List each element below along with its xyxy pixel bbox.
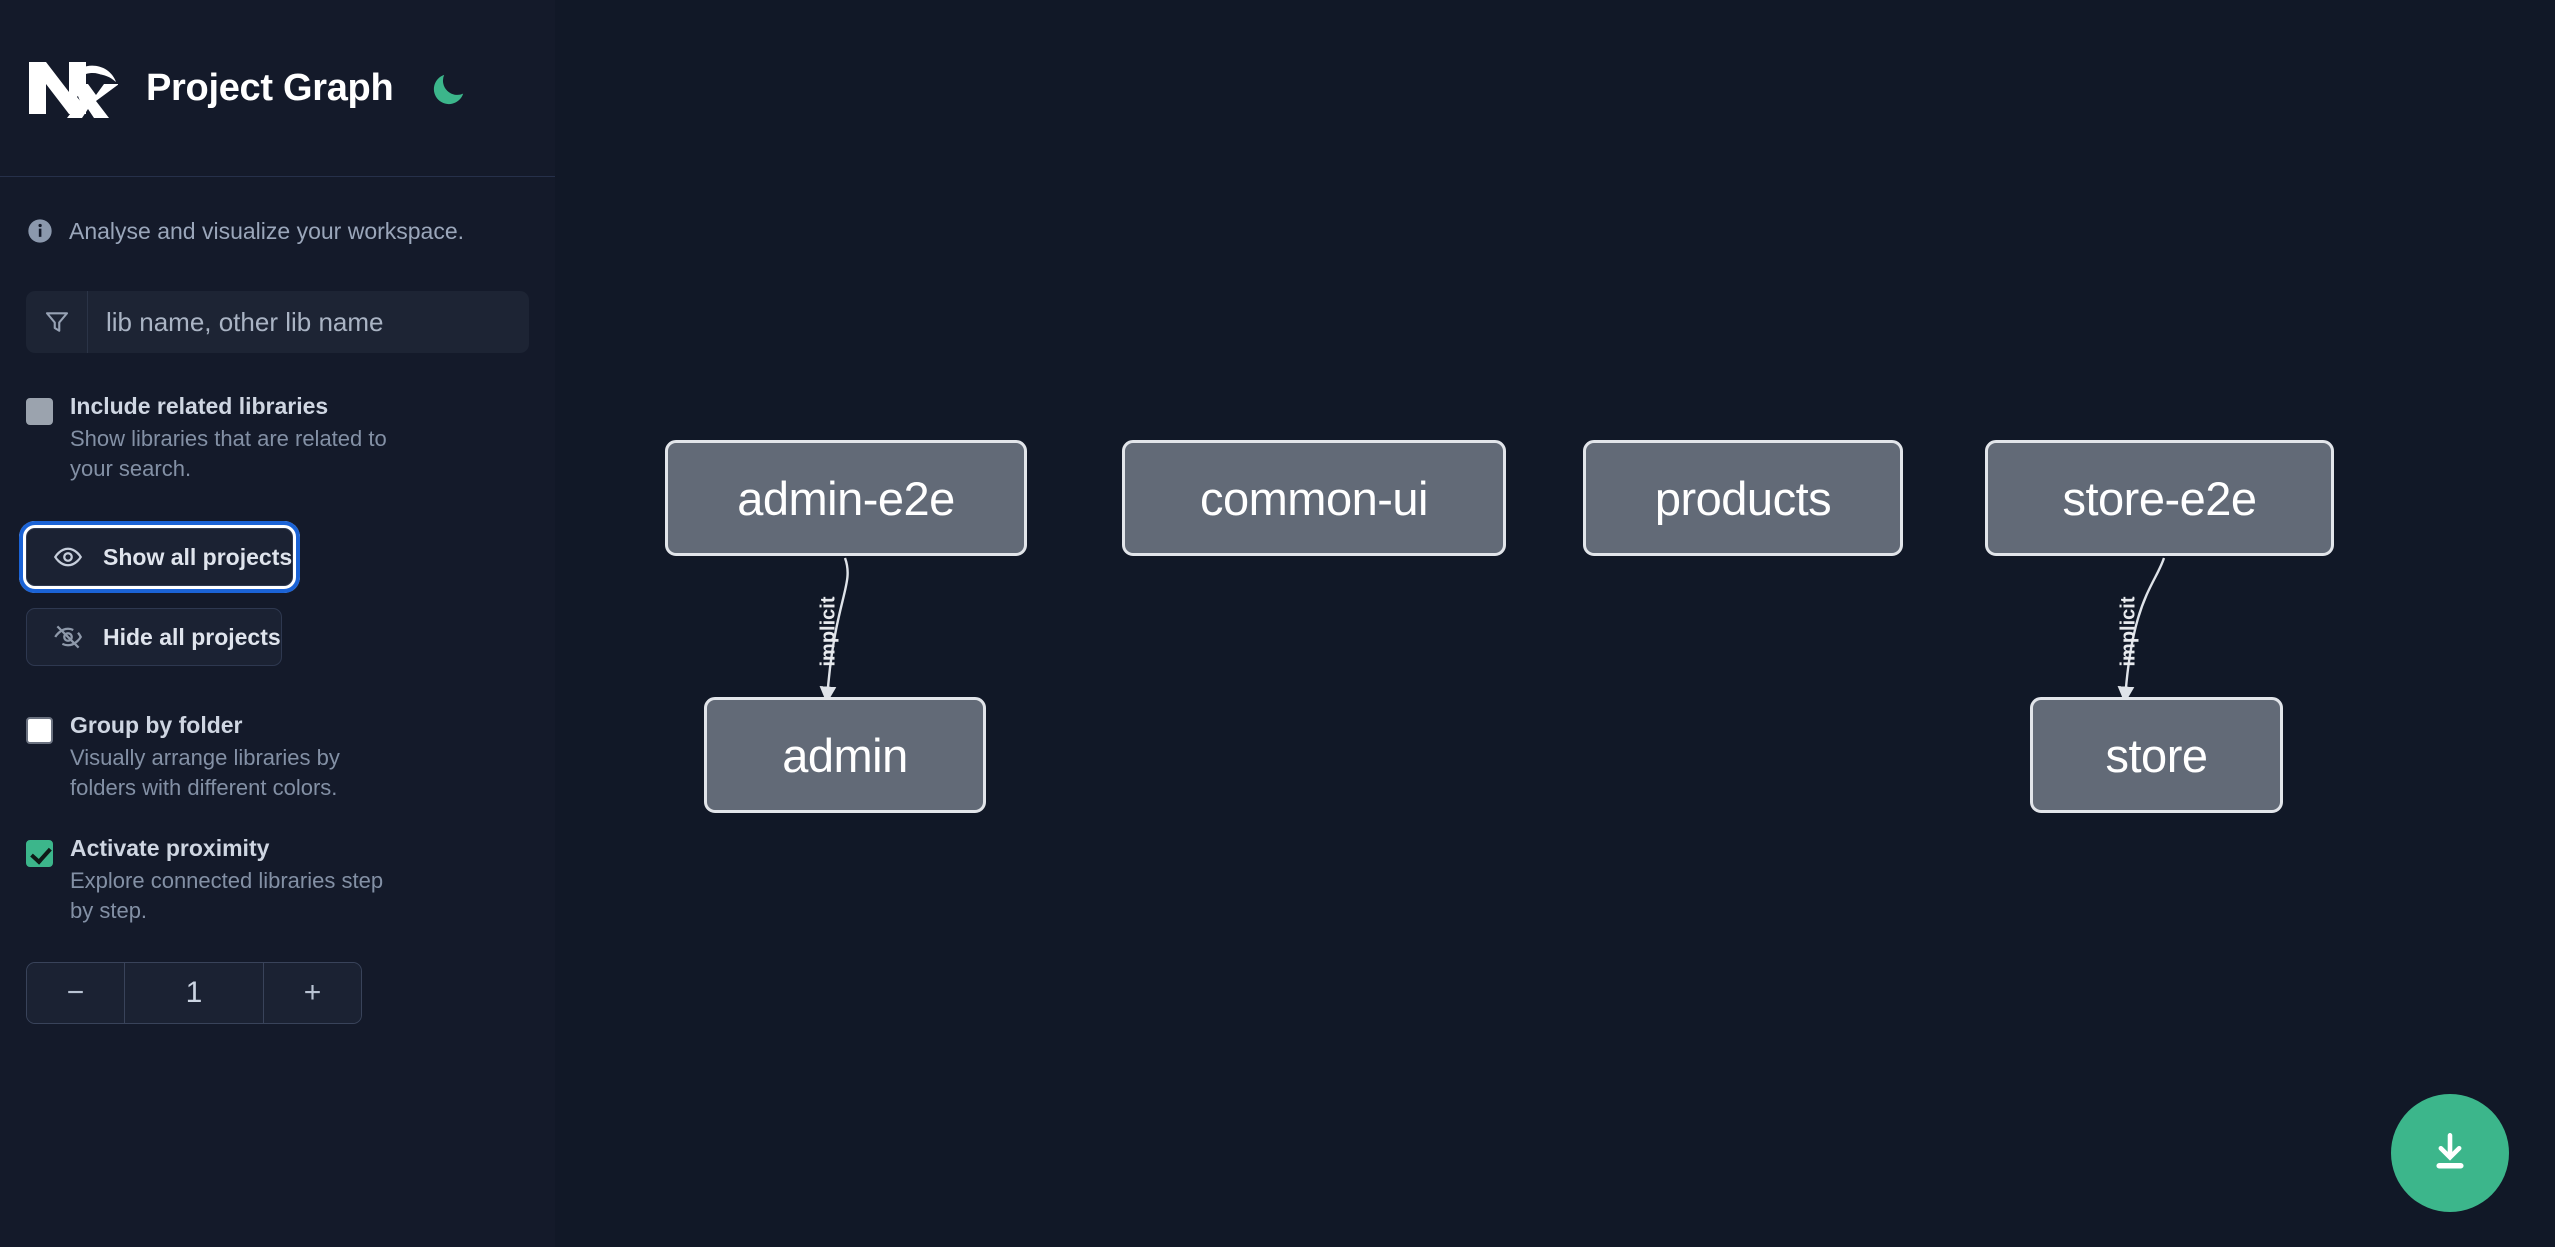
group-by-folder-help: Visually arrange libraries by folders wi… xyxy=(70,745,340,800)
page-title: Project Graph xyxy=(146,66,394,109)
option-activate-proximity[interactable]: Activate proximity Explore connected lib… xyxy=(0,833,555,926)
nx-logo-icon xyxy=(26,54,119,122)
show-all-projects-label: Show all projects xyxy=(103,543,293,570)
graph-node-store-e2e[interactable]: store-e2e xyxy=(1985,440,2334,556)
include-related-libraries-help: Show libraries that are related to your … xyxy=(70,426,387,481)
include-related-libraries-label: Include related libraries xyxy=(70,393,329,419)
graph-canvas[interactable]: admin-e2e common-ui products store-e2e admin… xyxy=(555,0,2555,1247)
graph-node-admin-e2e[interactable]: admin-e2e xyxy=(665,440,1027,556)
graph-node-admin[interactable]: admin xyxy=(704,697,986,813)
include-related-libraries-checkbox[interactable] xyxy=(26,398,53,425)
search-input[interactable] xyxy=(88,291,529,353)
activate-proximity-help: Explore connected libraries step by step… xyxy=(70,868,384,923)
download-icon xyxy=(2425,1127,2475,1180)
visibility-buttons: Show all projects Hide all projects xyxy=(0,521,555,666)
eye-off-icon xyxy=(53,622,83,652)
graph-edge-label-admin-e2e-to-admin: implicit xyxy=(817,596,840,667)
graph-node-store[interactable]: store xyxy=(2030,697,2283,813)
moon-icon[interactable] xyxy=(427,66,471,110)
sidebar: Project Graph Analyse and visualize your… xyxy=(0,0,555,1247)
funnel-icon xyxy=(26,291,88,353)
stepper-increment-button[interactable]: + xyxy=(264,963,361,1023)
activate-proximity-checkbox[interactable] xyxy=(26,840,53,867)
stepper-decrement-button[interactable]: − xyxy=(27,963,124,1023)
graph-node-common-ui[interactable]: common-ui xyxy=(1122,440,1506,556)
hide-all-projects-button[interactable]: Hide all projects xyxy=(26,608,282,666)
info-icon xyxy=(26,217,54,245)
download-image-button[interactable] xyxy=(2391,1094,2509,1212)
eye-icon xyxy=(53,542,83,572)
sidebar-description-text: Analyse and visualize your workspace. xyxy=(69,217,465,244)
group-by-folder-checkbox[interactable] xyxy=(26,717,53,744)
sidebar-description: Analyse and visualize your workspace. xyxy=(0,177,555,245)
graph-edge-label-store-e2e-to-store: implicit xyxy=(2117,596,2140,667)
filter-row xyxy=(0,245,555,353)
filter-box[interactable] xyxy=(26,291,529,353)
option-include-related-libraries[interactable]: Include related libraries Show libraries… xyxy=(0,391,555,484)
stepper-value: 1 xyxy=(125,963,263,1023)
stepper-divider xyxy=(124,963,125,1023)
group-by-folder-label: Group by folder xyxy=(70,712,243,738)
option-group-by-folder[interactable]: Group by folder Visually arrange librari… xyxy=(0,710,555,803)
show-all-projects-button[interactable]: Show all projects xyxy=(18,521,301,593)
quantity-stepper[interactable]: − 1 + xyxy=(26,962,362,1024)
proximity-stepper-wrap: − 1 + xyxy=(0,962,555,1024)
graph-edges xyxy=(819,557,2166,704)
sidebar-header: Project Graph xyxy=(0,0,555,177)
hide-all-projects-label: Hide all projects xyxy=(103,623,281,650)
stepper-divider xyxy=(263,963,264,1023)
activate-proximity-label: Activate proximity xyxy=(70,835,270,861)
graph-node-products[interactable]: products xyxy=(1583,440,1903,556)
